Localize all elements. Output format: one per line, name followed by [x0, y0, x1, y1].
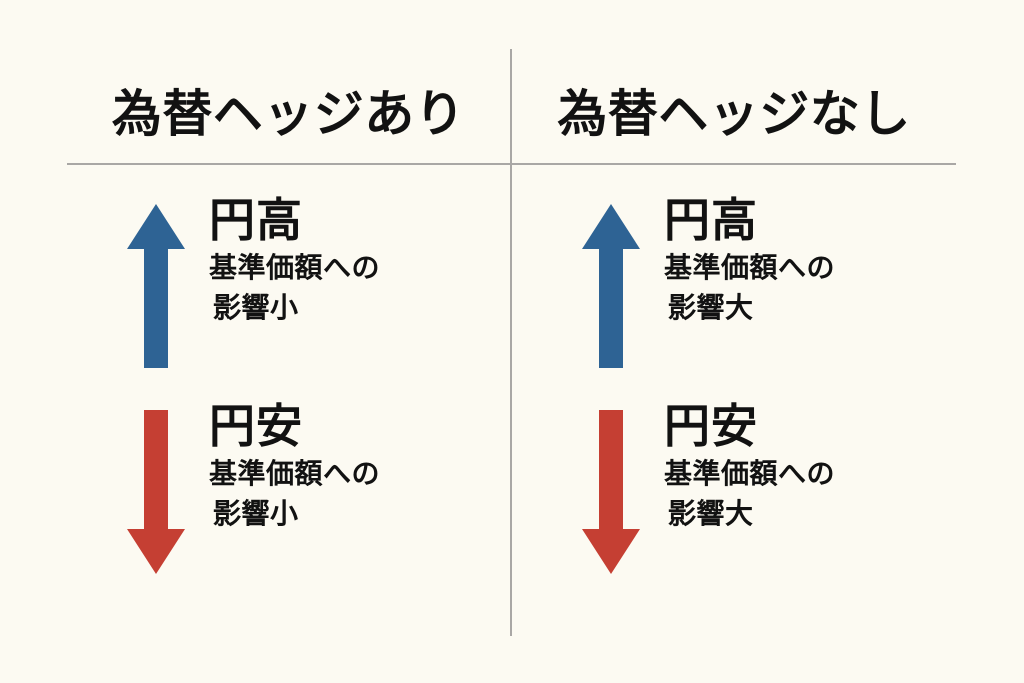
- scenario-line-2: 影響大: [668, 497, 754, 531]
- arrow-down-icon: [125, 408, 187, 576]
- scenario-text: 円安 基準価額への 影響小: [209, 399, 381, 535]
- scenario-line-2: 影響小: [213, 497, 299, 531]
- scenario-title: 円高: [209, 193, 303, 247]
- column-unhedged: 円高 基準価額への 影響大 円安 基準価額への 影響大: [512, 170, 956, 635]
- scenario-line-1: 基準価額への: [664, 250, 836, 284]
- column-header-hedged: 為替ヘッジあり: [111, 85, 466, 143]
- horizontal-divider: [67, 163, 956, 165]
- arrow-up-icon: [125, 202, 187, 370]
- arrow-up-icon: [580, 202, 642, 370]
- scenario-text: 円高 基準価額への 影響大: [664, 193, 836, 329]
- scenario-text: 円安 基準価額への 影響大: [664, 399, 836, 535]
- scenario-title: 円安: [209, 399, 303, 453]
- column-header-unhedged: 為替ヘッジなし: [557, 85, 911, 143]
- scenario-line-2: 影響小: [213, 291, 299, 325]
- vertical-divider: [510, 49, 512, 636]
- scenario-line-1: 基準価額への: [664, 456, 836, 490]
- scenario-unhedged-yen-strong: 円高 基準価額への 影響大: [580, 193, 836, 370]
- scenario-title: 円安: [664, 399, 758, 453]
- scenario-hedged-yen-weak: 円安 基準価額への 影響小: [125, 399, 381, 576]
- column-hedged: 円高 基準価額への 影響小 円安 基準価額への 影響小: [67, 170, 510, 635]
- scenario-text: 円高 基準価額への 影響小: [209, 193, 381, 329]
- scenario-line-1: 基準価額への: [209, 250, 381, 284]
- scenario-title: 円高: [664, 193, 758, 247]
- scenario-line-2: 影響大: [668, 291, 754, 325]
- scenario-unhedged-yen-weak: 円安 基準価額への 影響大: [580, 399, 836, 576]
- arrow-down-icon: [580, 408, 642, 576]
- scenario-line-1: 基準価額への: [209, 456, 381, 490]
- scenario-hedged-yen-strong: 円高 基準価額への 影響小: [125, 193, 381, 370]
